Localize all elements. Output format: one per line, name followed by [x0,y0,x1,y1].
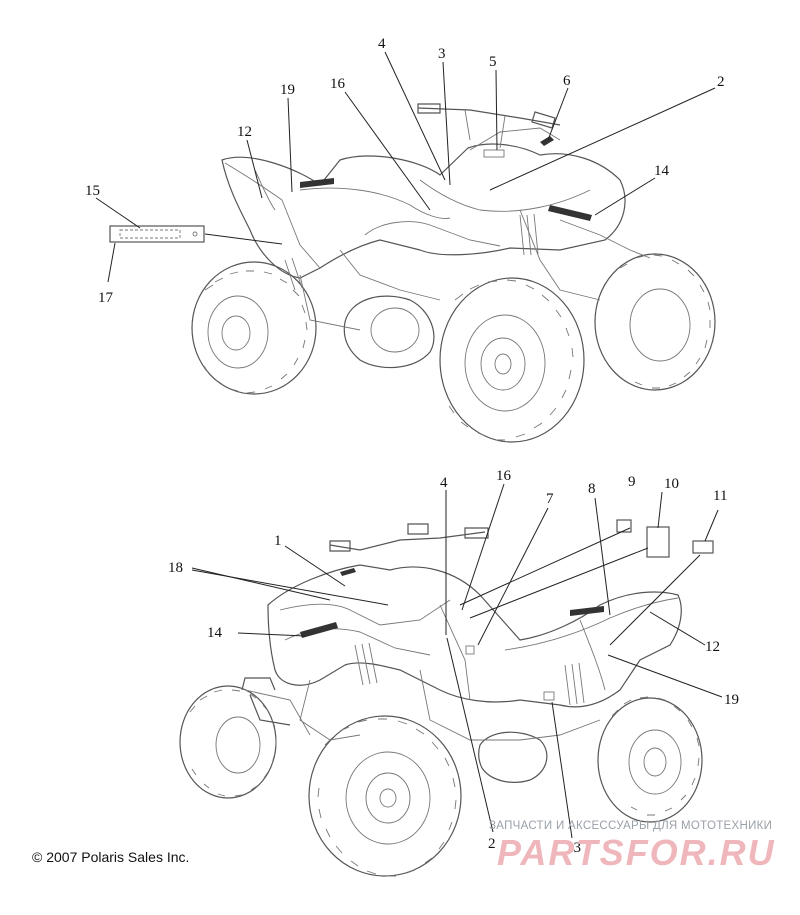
watermark-tagline: ЗАПЧАСТИ И АКСЕССУАРЫ ДЛЯ МОТОТЕХНИКИ [489,820,773,832]
bottom-right-wheel [597,696,703,823]
label-9 [616,519,632,533]
label-15-17 [109,225,205,243]
callout-7: 7 [546,491,554,507]
top-handlebar [417,107,561,126]
bottom-polaris-decal-rear [570,606,604,616]
callout-4-bottom: 4 [440,475,448,491]
top-polaris-decal-side [548,205,592,221]
top-far-front-wheel [594,253,716,391]
copyright-text: © 2007 Polaris Sales Inc. [32,849,190,865]
bottom-mid-wheel [478,731,548,783]
callout-13: 13 [566,840,581,856]
label-11 [692,540,714,554]
bottom-left-wheel [179,685,277,799]
callout-14-bottom: 14 [207,625,223,641]
callout-2-bottom: 2 [488,836,496,852]
callout-18: 18 [168,560,183,576]
bottom-leader-lines [191,483,723,839]
bottom-body-outline [267,564,682,708]
callout-8: 8 [588,481,596,497]
bottom-front-wheel [308,715,462,877]
top-polaris-decal-rear [300,178,334,188]
callout-9: 9 [628,474,636,490]
callout-16-bottom: 16 [496,468,512,484]
top-atv-drawing [109,103,716,443]
callout-4-top: 4 [378,36,386,52]
callout-19-top: 19 [280,82,295,98]
bottom-handlebar [329,531,486,551]
callout-1: 1 [274,533,282,549]
top-leader-lines [95,51,716,283]
callout-10: 10 [664,476,679,492]
label-10 [646,526,670,558]
top-rear-wheel [191,261,317,395]
callout-12-top: 12 [237,124,252,140]
callout-11: 11 [713,488,727,504]
callout-12-bottom: 12 [705,639,720,655]
top-callouts: 4 3 5 6 2 16 19 12 14 15 17 [85,36,725,306]
top-body-outline [221,143,626,279]
decal-13-box [543,691,555,701]
decal-7-box [465,645,475,655]
bottom-polaris-decal-front [300,622,338,638]
callout-19-bottom: 19 [724,692,739,708]
top-front-wheel [439,277,585,443]
bottom-callouts: 4 16 9 10 8 11 7 1 18 14 12 19 2 13 [168,468,739,856]
callout-15: 15 [85,183,100,199]
callout-5-top: 5 [489,54,497,70]
callout-2-top: 2 [717,74,725,90]
callout-3-top: 3 [438,46,446,62]
callout-17: 17 [98,290,114,306]
watermark-logo: PARTSFOR.RU [497,832,776,873]
callout-16-top: 16 [330,76,346,92]
callout-14-top: 14 [654,163,670,179]
top-far-rear-wheel [343,295,435,369]
bottom-atv-drawing [179,519,714,877]
callout-6-top: 6 [563,73,571,89]
